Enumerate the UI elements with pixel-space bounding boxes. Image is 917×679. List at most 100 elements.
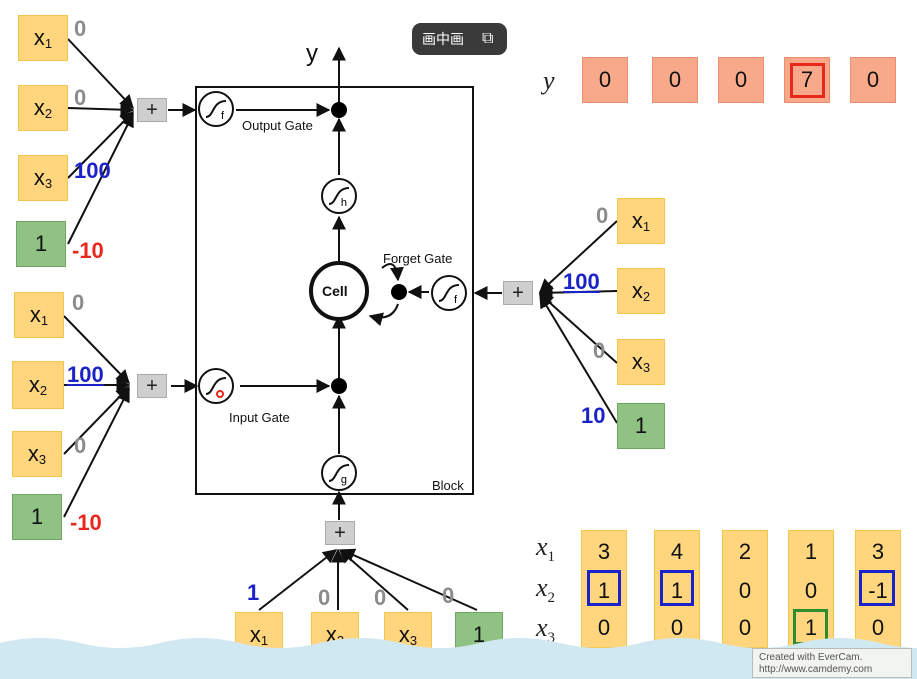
ci-weight-x3: 0 <box>374 585 387 610</box>
seq-cell: 0 <box>597 615 611 640</box>
tanh-h-icon: h <box>321 178 357 214</box>
var-sub: 3 <box>409 632 418 648</box>
row-name: x <box>536 532 548 561</box>
row-sub: 1 <box>547 549 556 566</box>
var-name: x <box>33 95 45 120</box>
picture-in-picture-button[interactable]: 画中画 ⧉ <box>412 23 507 55</box>
seq-cell: 3 <box>597 539 611 564</box>
var-name: x <box>631 208 643 233</box>
var-sub: 3 <box>642 359 651 375</box>
watermark-line-1: Created with EverCam. <box>759 652 863 663</box>
y-arrow-label: y <box>306 40 318 67</box>
seq-cell: 0 <box>670 615 684 640</box>
blue-highlight-box <box>660 570 694 606</box>
seq-row-label-x3: x3 <box>536 613 555 647</box>
var-sub: 2 <box>44 105 53 121</box>
gate-h-sub: h <box>340 197 347 209</box>
og-weight-bias: -10 <box>72 238 104 263</box>
bias-name: 1 <box>634 413 648 438</box>
seq-cell: 0 <box>871 615 885 640</box>
pip-icon: ⧉ <box>482 30 494 47</box>
row-sub: 3 <box>547 630 556 647</box>
ig-weight-x3: 0 <box>74 433 87 458</box>
var-name: x <box>631 349 643 374</box>
fg-weight-x1: 0 <box>596 203 609 228</box>
og-plus-node: + <box>137 98 167 122</box>
og-weight-x1: 0 <box>74 16 87 41</box>
row-name: x <box>536 613 548 642</box>
ci-weight-bias: 0 <box>442 583 455 608</box>
var-sub: 1 <box>642 218 651 234</box>
gate-f-sub: f <box>453 294 457 306</box>
ig-weight-bias: -10 <box>70 510 102 535</box>
gate-g-sub: g <box>340 474 347 486</box>
var-sub: 3 <box>44 175 53 191</box>
gate-f-sub: f <box>220 110 224 122</box>
tanh-g-icon: g <box>321 455 357 491</box>
var-name: x <box>249 622 261 647</box>
seq-row-label-x1: x1 <box>536 532 555 566</box>
bias-name: 1 <box>30 504 44 529</box>
seq-cell: 1 <box>597 578 611 603</box>
row-name: x <box>536 573 548 602</box>
blue-highlight-box <box>587 570 621 606</box>
seq-cell: 0 <box>738 615 752 640</box>
var-name: x <box>631 278 643 303</box>
og-input-bias: 1 <box>16 221 66 267</box>
seq-column-3: 2 0 0 <box>722 530 768 648</box>
seq-cell: -1 <box>868 578 888 603</box>
block-label: Block <box>432 478 464 493</box>
seq-cell: 2 <box>738 539 752 564</box>
fg-weight-x3: 0 <box>593 338 606 363</box>
cell-label: Cell <box>322 283 348 299</box>
ci-weight-x1: 1 <box>247 580 260 605</box>
forget-gate-sigmoid-icon: f <box>431 275 467 311</box>
var-name: x <box>33 165 45 190</box>
var-sub: 3 <box>38 451 47 467</box>
seq-cell: 1 <box>804 539 818 564</box>
fg-weight-x2: 100 <box>563 269 600 294</box>
seq-cell: 4 <box>670 539 684 564</box>
og-weight-x2: 0 <box>74 85 87 110</box>
input-multiplier-dot <box>331 378 347 394</box>
var-name: x <box>27 441 39 466</box>
ci-weight-x2: 0 <box>318 585 331 610</box>
var-sub: 1 <box>44 35 53 51</box>
y-highlight-box <box>790 63 825 98</box>
ig-input-bias: 1 <box>12 494 62 540</box>
var-sub: 2 <box>39 382 48 398</box>
seq-cell: 1 <box>670 578 684 603</box>
var-name: x <box>29 302 41 327</box>
seq-cell: 1 <box>804 615 818 640</box>
seq-cell: 0 <box>804 578 818 603</box>
var-name: x <box>33 25 45 50</box>
seq-cell: 0 <box>738 578 752 603</box>
fg-weight-bias: 10 <box>581 403 606 428</box>
var-name: x <box>28 372 40 397</box>
output-multiplier-dot <box>331 102 347 118</box>
output-y-row-label: y <box>543 66 555 95</box>
y-value-3: 0 <box>718 57 764 103</box>
input-gate-label: Input Gate <box>229 410 290 425</box>
forget-multiplier-dot <box>391 284 407 300</box>
ig-weight-x1: 0 <box>72 290 85 315</box>
pip-label: 画中画 <box>422 31 464 47</box>
var-sub: 1 <box>40 312 49 328</box>
fg-input-bias: 1 <box>617 403 665 449</box>
seq-cell: 3 <box>871 539 885 564</box>
var-name: x <box>398 622 410 647</box>
watermark-line-2: http://www.camdemy.com <box>759 664 873 675</box>
output-gate-sigmoid-icon: f <box>198 91 234 127</box>
fg-plus-node: + <box>503 281 533 305</box>
output-gate-label: Output Gate <box>242 118 313 133</box>
